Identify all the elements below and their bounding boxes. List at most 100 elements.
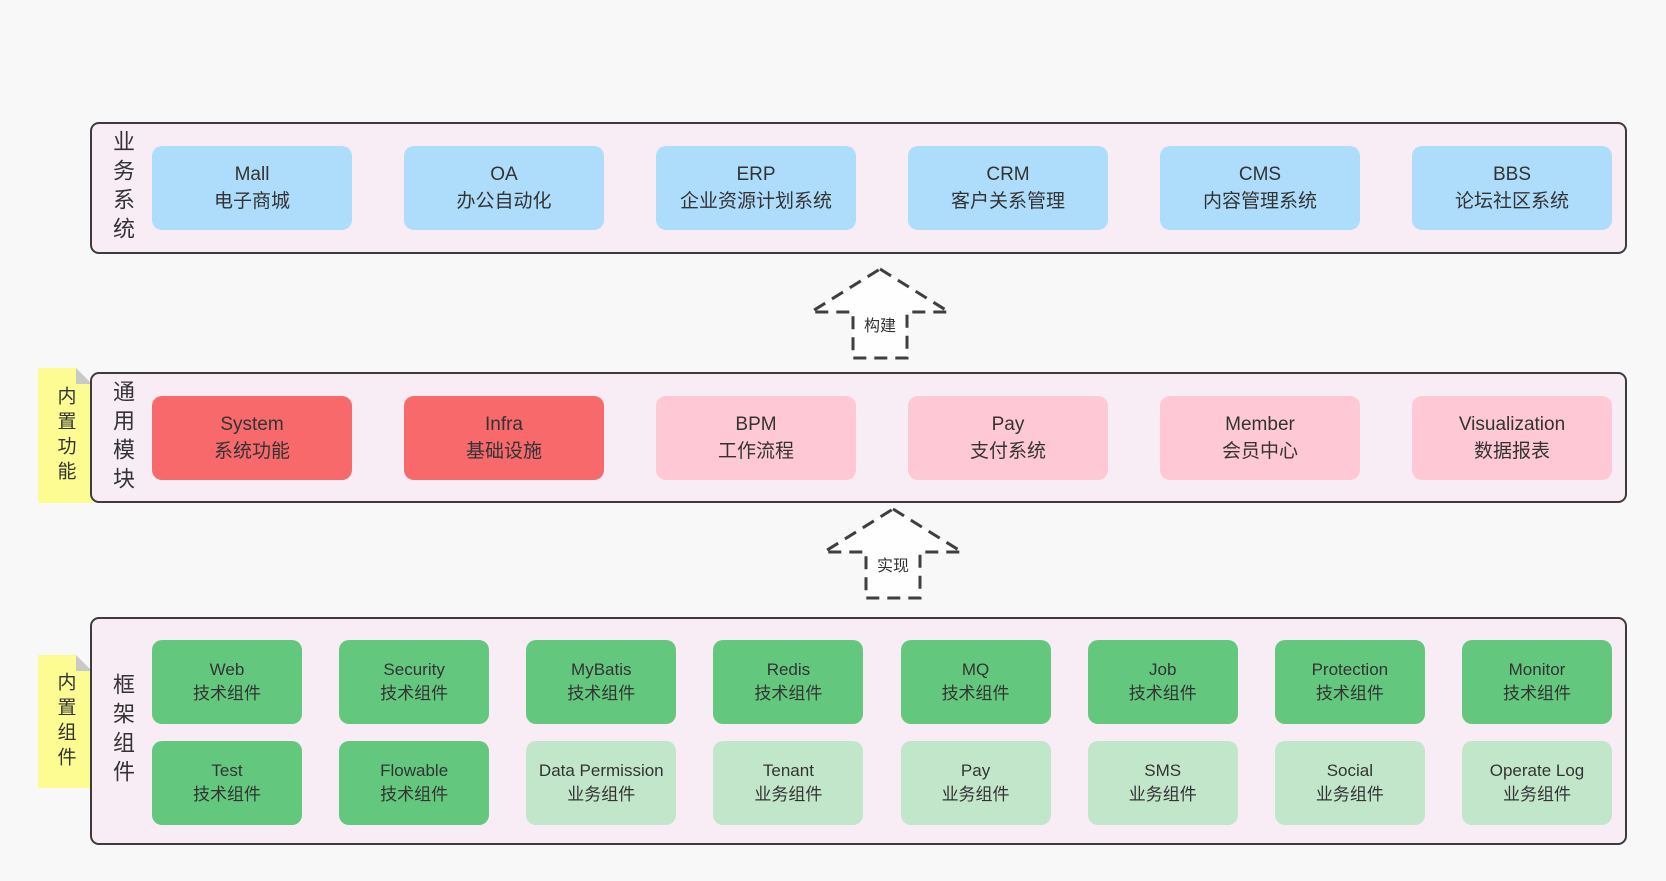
- box-subtitle: 工作流程: [717, 440, 794, 462]
- box-subtitle: 客户关系管理: [950, 191, 1065, 212]
- box-title: MyBatis: [571, 660, 632, 679]
- box-data-permission: Data Permission 业务组件: [526, 741, 677, 825]
- arrow-implement-label: 实现: [873, 552, 913, 576]
- box-mybatis: MyBatis 技术组件: [526, 640, 677, 724]
- box-cms: CMS 内容管理系统: [1160, 146, 1360, 230]
- box-operate-log: Operate Log 业务组件: [1461, 741, 1612, 825]
- arrow-implement: 实现: [821, 506, 965, 601]
- box-web: Web 技术组件: [152, 640, 302, 724]
- box-bbs: BBS 论坛社区系统: [1412, 146, 1612, 230]
- box-pay: Pay 支付系统: [908, 395, 1108, 480]
- box-title: SMS: [1144, 761, 1182, 780]
- box-title: Web: [209, 660, 245, 679]
- box-subtitle: 业务组件: [567, 785, 636, 804]
- component-row-1: Web 技术组件 Security 技术组件 MyBatis 技术组件 Redi…: [152, 640, 1612, 724]
- sticky-note-text: 内置组件: [54, 671, 76, 772]
- box-job: Job 技术组件: [1087, 640, 1238, 724]
- sticky-note-built-in-features: 内置功能: [38, 368, 92, 503]
- box-subtitle: 业务组件: [1502, 785, 1571, 804]
- box-subtitle: 技术组件: [1128, 684, 1197, 703]
- box-subtitle: 会员中心: [1221, 440, 1298, 462]
- box-subtitle: 技术组件: [754, 684, 823, 703]
- box-title: CRM: [986, 164, 1030, 185]
- box-title: Operate Log: [1489, 761, 1585, 780]
- box-subtitle: 办公自动化: [456, 191, 552, 212]
- box-subtitle: 系统功能: [213, 440, 290, 462]
- arrow-build-label: 构建: [860, 312, 900, 336]
- box-subtitle: 业务组件: [1315, 785, 1384, 804]
- box-subtitle: 业务组件: [941, 785, 1010, 804]
- box-title: MQ: [961, 660, 990, 679]
- box-title: Pay: [991, 413, 1025, 435]
- box-subtitle: 技术组件: [567, 684, 636, 703]
- arrow-build: 构建: [808, 266, 952, 361]
- box-test: Test 技术组件: [152, 741, 302, 825]
- panel-components-label: 框架组件: [92, 619, 152, 843]
- sticky-note-built-in-components: 内置组件: [38, 655, 92, 788]
- box-subtitle: 技术组件: [193, 684, 261, 703]
- panel-modules-label: 通用模块: [92, 374, 152, 501]
- box-title: Member: [1225, 413, 1295, 435]
- panel-common-modules: 通用模块 System 系统功能 Infra 基础设施 BPM 工作流程 Pay…: [90, 372, 1627, 503]
- box-title: Security: [383, 660, 445, 679]
- box-redis: Redis 技术组件: [713, 640, 864, 724]
- box-mall: Mall 电子商城: [152, 146, 352, 230]
- box-title: Mall: [234, 164, 270, 185]
- box-title: OA: [490, 164, 518, 185]
- box-title: Data Permission: [538, 761, 664, 780]
- box-social: Social 业务组件: [1274, 741, 1425, 825]
- box-subtitle: 技术组件: [193, 785, 261, 804]
- box-protection: Protection 技术组件: [1274, 640, 1425, 724]
- box-subtitle: 支付系统: [969, 440, 1046, 462]
- box-erp: ERP 企业资源计划系统: [656, 146, 856, 230]
- module-boxes: System 系统功能 Infra 基础设施 BPM 工作流程 Pay 支付系统…: [152, 374, 1625, 501]
- box-title: System: [220, 413, 284, 435]
- box-title: Tenant: [762, 761, 814, 780]
- panel-label-text: 业务系统: [110, 130, 135, 246]
- panel-label-text: 通用模块: [110, 379, 135, 496]
- box-title: Social: [1326, 761, 1373, 780]
- box-visualization: Visualization 数据报表: [1412, 395, 1612, 480]
- business-boxes: Mall 电子商城 OA 办公自动化 ERP 企业资源计划系统 CRM 客户关系…: [152, 124, 1625, 252]
- panel-label-text: 框架组件: [110, 673, 135, 789]
- box-subtitle: 业务组件: [754, 785, 823, 804]
- box-subtitle: 技术组件: [941, 684, 1010, 703]
- box-crm: CRM 客户关系管理: [908, 146, 1108, 230]
- box-title: Test: [211, 761, 243, 780]
- box-subtitle: 技术组件: [380, 684, 449, 703]
- box-tenant: Tenant 业务组件: [713, 741, 864, 825]
- box-subtitle: 数据报表: [1473, 440, 1550, 462]
- box-title: Visualization: [1458, 413, 1566, 435]
- box-subtitle: 技术组件: [1315, 684, 1384, 703]
- box-subtitle: 内容管理系统: [1202, 191, 1317, 212]
- box-subtitle: 论坛社区系统: [1454, 191, 1569, 212]
- box-flowable: Flowable 技术组件: [339, 741, 490, 825]
- box-title: CMS: [1238, 164, 1282, 185]
- box-subtitle: 企业资源计划系统: [679, 191, 832, 212]
- box-security: Security 技术组件: [339, 640, 490, 724]
- box-subtitle: 基础设施: [465, 440, 542, 462]
- box-subtitle: 技术组件: [380, 785, 449, 804]
- box-title: Flowable: [380, 761, 449, 780]
- box-pay-component: Pay 业务组件: [900, 741, 1051, 825]
- panel-framework-components: 框架组件 Web 技术组件 Security 技术组件 MyBatis 技术组件…: [90, 617, 1627, 845]
- box-subtitle: 业务组件: [1128, 785, 1197, 804]
- box-oa: OA 办公自动化: [404, 146, 604, 230]
- box-title: Redis: [766, 660, 811, 679]
- box-system: System 系统功能: [152, 395, 352, 480]
- component-row-2: Test 技术组件 Flowable 技术组件 Data Permission …: [152, 741, 1612, 825]
- box-title: ERP: [736, 164, 776, 185]
- box-subtitle: 电子商城: [213, 191, 290, 212]
- box-title: BBS: [1492, 164, 1532, 185]
- box-infra: Infra 基础设施: [404, 395, 604, 480]
- box-subtitle: 技术组件: [1502, 684, 1571, 703]
- box-title: Job: [1148, 660, 1177, 679]
- box-sms: SMS 业务组件: [1087, 741, 1238, 825]
- box-title: BPM: [735, 413, 777, 435]
- box-mq: MQ 技术组件: [900, 640, 1051, 724]
- component-rows: Web 技术组件 Security 技术组件 MyBatis 技术组件 Redi…: [152, 619, 1625, 843]
- box-title: Pay: [960, 761, 991, 780]
- panel-business-systems: 业务系统 Mall 电子商城 OA 办公自动化 ERP 企业资源计划系统 CRM…: [90, 122, 1627, 254]
- box-bpm: BPM 工作流程: [656, 395, 856, 480]
